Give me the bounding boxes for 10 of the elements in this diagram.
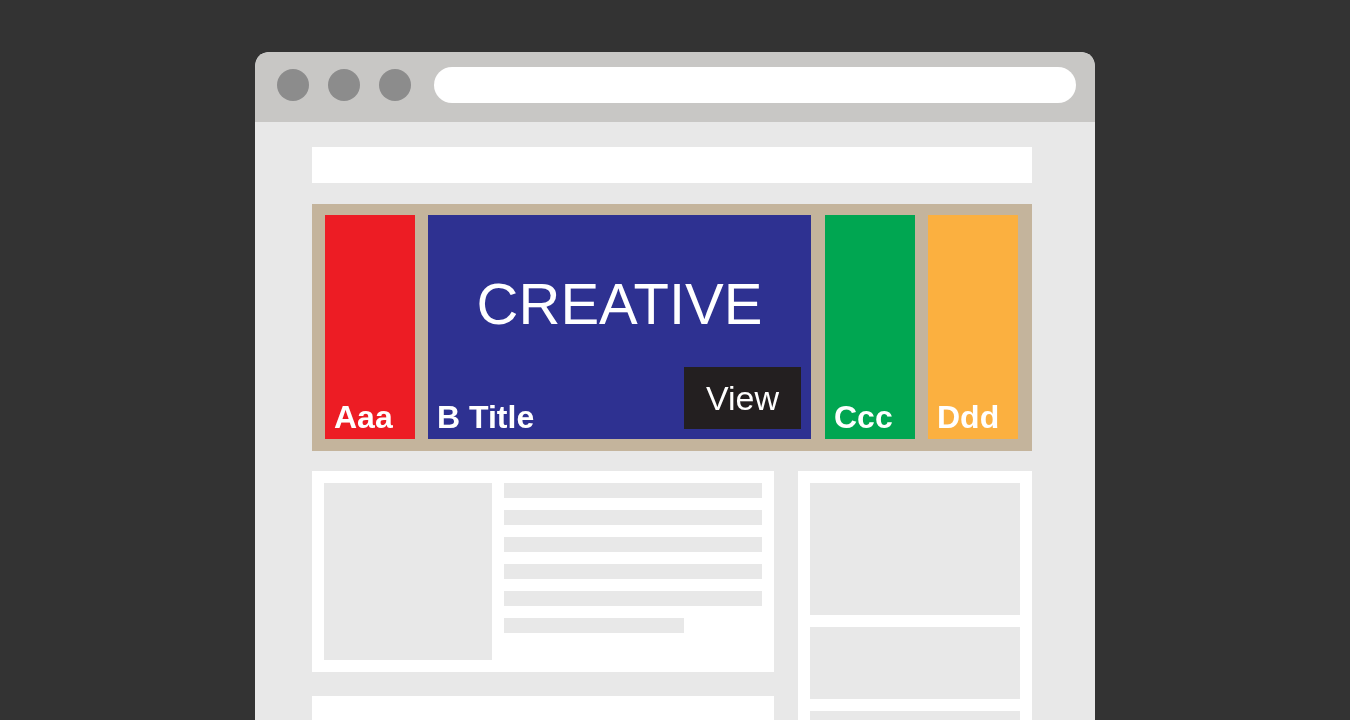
view-button: View bbox=[684, 367, 801, 429]
colored-panel bbox=[928, 215, 1018, 439]
panel-label: Ddd bbox=[937, 401, 1000, 433]
colored-panel bbox=[428, 215, 811, 439]
panel-label: Ccc bbox=[834, 401, 893, 433]
colored-panel bbox=[325, 215, 415, 439]
panel-label: B Title bbox=[437, 401, 535, 433]
panel-label: Aaa bbox=[334, 401, 393, 433]
headline-text: CREATIVE bbox=[475, 275, 764, 333]
colored-panel bbox=[825, 215, 915, 439]
